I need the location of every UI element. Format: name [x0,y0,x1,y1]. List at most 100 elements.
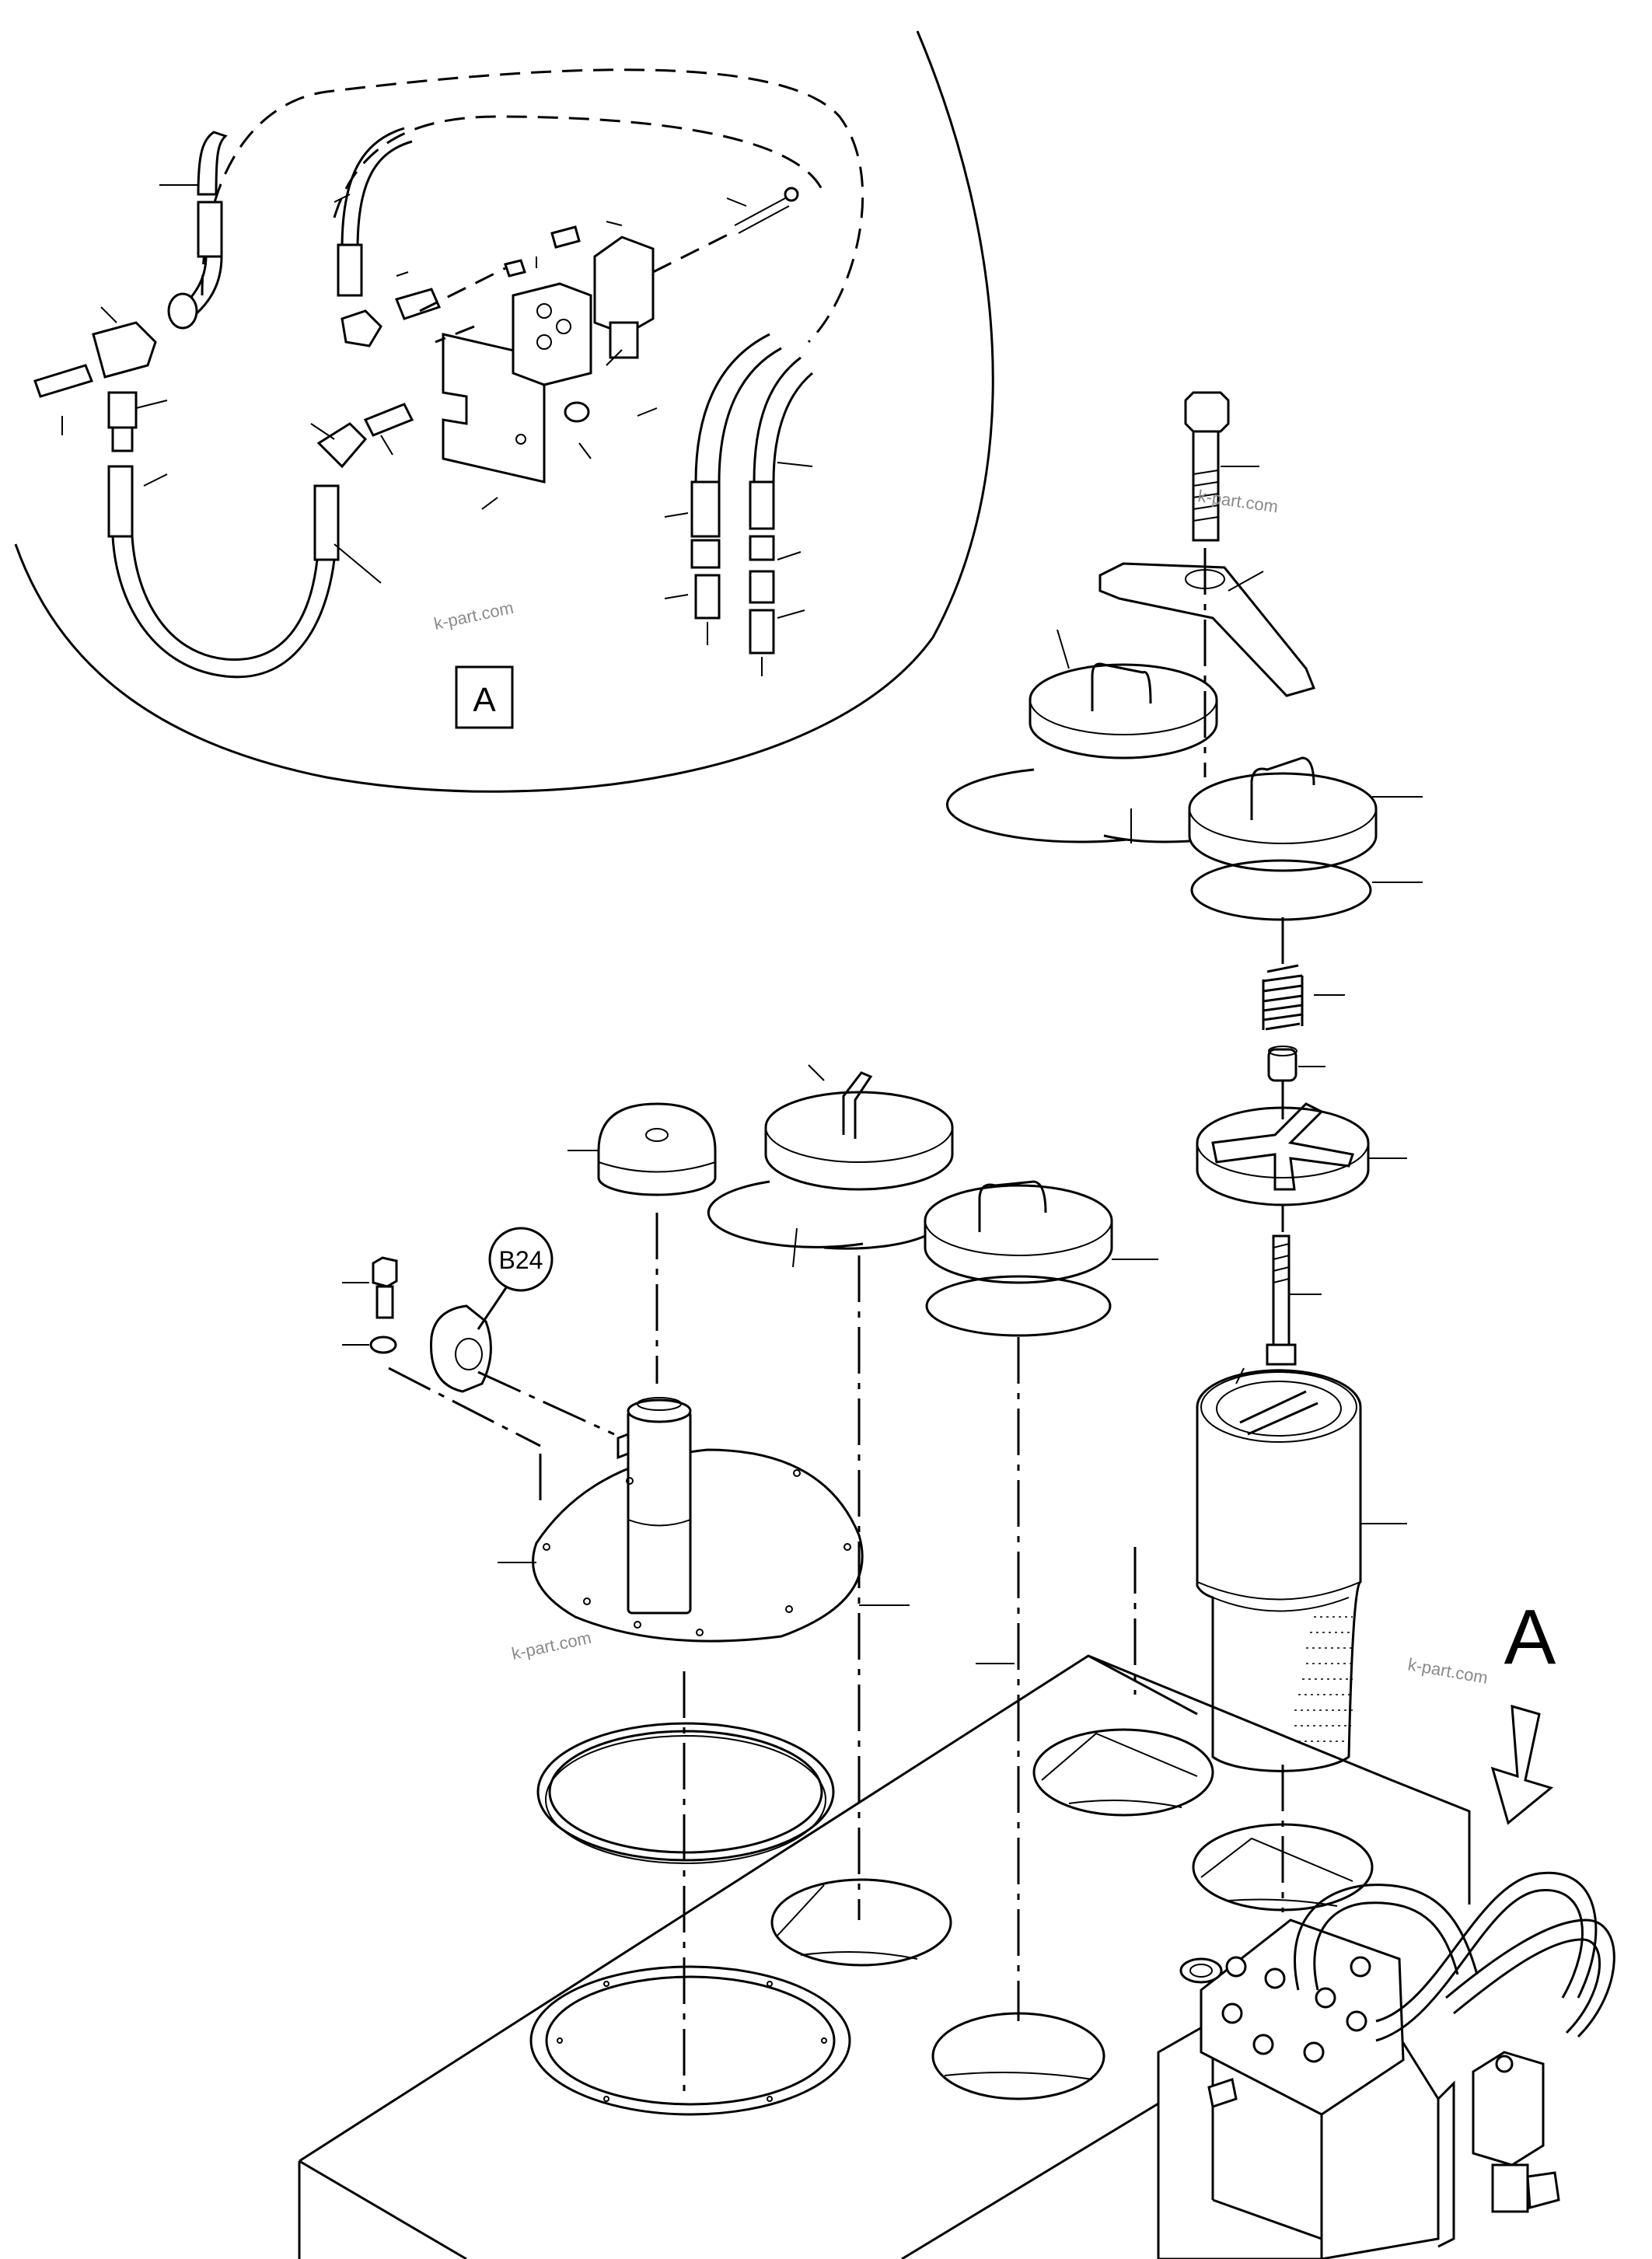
cover-cap-3 [764,1091,954,1191]
pressure-switch [593,236,655,336]
leader-lines-upper-right [1057,466,1423,1524]
spring [1262,964,1304,1031]
hose-right-fitting-b [749,480,775,530]
long-bolt [1272,1234,1291,1346]
filter-canister-inner [1216,1381,1342,1437]
nut-fitting-lower [107,391,138,429]
spacer-top [1268,1046,1298,1056]
clamp-bar [1098,562,1316,697]
adapter-right-b [749,570,775,604]
manifold-side-panel [1437,2080,1455,2248]
straight-fitting [363,403,414,437]
watermark: k-part.com [510,1628,593,1664]
hose-right-pair [694,333,813,483]
centerline [707,622,763,676]
detail-view-a: A k-part.com [14,30,994,793]
base-plate [532,1448,864,1643]
cover-cap-1-handle [1091,662,1152,711]
filter-canister-strap [1239,1390,1318,1436]
view-marker: A k-part.com [1406,1594,1556,1825]
cover-cap-4-top [924,1185,1112,1256]
valve-block [512,282,592,386]
o-ring-3 [707,1180,926,1250]
port-hole [536,334,552,350]
callout-circle [488,1227,554,1292]
long-bolt-thread [1273,1243,1290,1283]
o-ring-4 [925,1275,1112,1337]
tank-opening-3 [1032,1728,1214,1817]
standpipe-band [627,1519,691,1527]
filter-canister-band [1196,1581,1361,1612]
manifold-plug [1207,2078,1238,2108]
hose-route-outline-inner [333,115,826,218]
detail-view-label: A [473,681,496,719]
cover-cap-2 [1188,772,1378,872]
view-marker-label: A [1504,1594,1556,1681]
adapter-right-c [749,609,775,655]
elbow-fitting [316,422,368,469]
view-direction-arrow [1490,1704,1554,1825]
nut-right-a [690,539,721,569]
standpipe-bore [637,1397,682,1411]
damper-block-nut [455,1338,483,1370]
spider-arms [1211,1102,1354,1191]
sealing-ring-upper [536,1722,835,1864]
sealing-ring-lower [529,1965,851,2116]
tee-fitting [92,321,157,379]
nut-right-b [749,535,775,561]
centerline-middle [388,1213,1020,2091]
hose-left-upper [197,131,228,196]
cover-cap-3-handle [842,1071,873,1139]
standpipe-fitting [616,1432,630,1460]
filter-canister-rim [1200,1371,1357,1443]
plug-cap-top [645,1128,669,1142]
tank-body [298,1654,1471,2259]
plug-cap [597,1102,717,1196]
lock-washer [369,1335,397,1354]
bolt-thread [1193,470,1219,522]
small-hex-bolt [372,1256,398,1288]
o-ring-2 [1190,859,1372,921]
leader-lines-detail [61,184,813,619]
solenoid-body [1491,2163,1529,2213]
cover-cap-4 [924,1184,1113,1284]
adapter-right-a [694,574,721,620]
port-hole [536,303,552,319]
middle-assembly: B24 k-part.com [342,1064,1158,2091]
centerline-upper-right [1133,548,1284,1912]
leader-lines-middle [342,1064,1158,1664]
union-fitting [111,426,134,452]
standpipe [627,1409,692,1615]
tank-top-outline [298,1654,1471,2259]
manifold-washer [1179,1957,1223,1984]
hose-right-fitting-a [690,480,721,538]
bolt-long [734,197,790,234]
hose-fitting-lower [107,465,134,538]
elbow-fitting-middle [341,309,382,347]
pressure-switch-base [609,321,639,359]
washer [564,401,590,423]
cover-cap-1-top [1029,664,1217,735]
solenoid-valve [1472,2051,1545,2166]
cover-cap-2-handle [1250,756,1315,820]
filter-perforations [1294,1616,1353,1742]
port-hole [556,319,571,334]
bracket-hole [515,434,526,445]
nut-fitting [167,292,198,330]
hose-fitting-right [313,484,340,561]
long-bolt-head [1266,1343,1297,1366]
manifold-hose-a [1294,1884,1479,1991]
hose-lower-loop [111,536,336,679]
hose-middle [341,127,413,250]
manifold-washer-hole [1189,1964,1213,1978]
hose-fitting [197,201,223,258]
small-hex-bolt-shank [375,1285,394,1319]
bolt-head [784,187,799,202]
tank-opening-2 [931,2012,1105,2100]
detail-view-label-box [455,665,514,729]
screw-small-2 [550,225,581,249]
manifold-hose-b [1375,1871,1598,2042]
assembly-line [419,232,732,344]
callout-leader [477,1286,508,1330]
detail-bubble-outline [14,30,994,793]
